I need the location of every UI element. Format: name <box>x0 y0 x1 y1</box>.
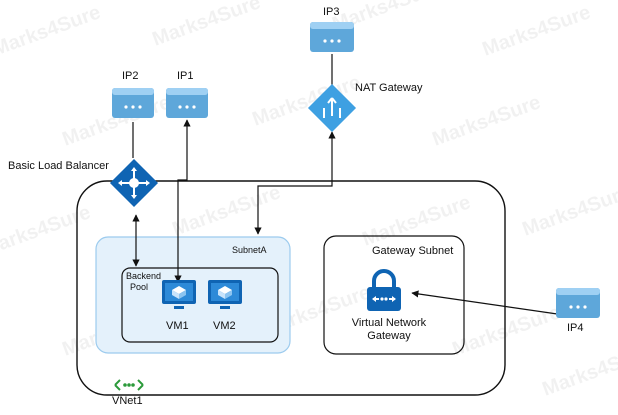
vm1-monitor-icon <box>162 280 196 309</box>
vm2-monitor-icon <box>208 280 242 309</box>
ip1-card-icon <box>166 88 208 118</box>
vm1-label: VM1 <box>166 320 189 332</box>
load-balancer-label: Basic Load Balancer <box>8 160 109 172</box>
ip4-label: IP4 <box>567 322 584 334</box>
vng-label-line1: Virtual Network <box>351 317 427 329</box>
nat-gateway-label: NAT Gateway <box>355 82 423 94</box>
gateway-subnet-box <box>323 235 465 355</box>
nat-subnet-connector <box>254 131 336 235</box>
gateway-subnet-label: Gateway Subnet <box>372 245 454 257</box>
ip2-label: IP2 <box>122 70 139 82</box>
ip2-card-icon <box>112 88 154 118</box>
ip1-label: IP1 <box>177 70 194 82</box>
vm2-label: VM2 <box>213 320 236 332</box>
subnet-a-label: SubnetA <box>232 245 267 255</box>
load-balancer-icon <box>109 158 159 208</box>
nat-gateway-icon <box>307 83 357 133</box>
backend-pool-label-line2: Pool <box>130 282 149 292</box>
backend-pool-box <box>121 267 279 343</box>
ip1-vm1-connector <box>174 119 191 283</box>
ip3-card-icon <box>310 22 354 52</box>
backend-pool-label-line1: Backend <box>126 271 162 281</box>
vng-ip4-connector <box>411 290 579 318</box>
vnet-icon <box>114 379 144 391</box>
vnet-label: VNet1 <box>112 395 143 407</box>
ip4-card-icon <box>556 288 600 318</box>
virtual-network-gateway-lock-icon <box>367 269 401 311</box>
ip3-label: IP3 <box>323 6 340 18</box>
vng-label-line2: Gateway <box>367 330 411 342</box>
